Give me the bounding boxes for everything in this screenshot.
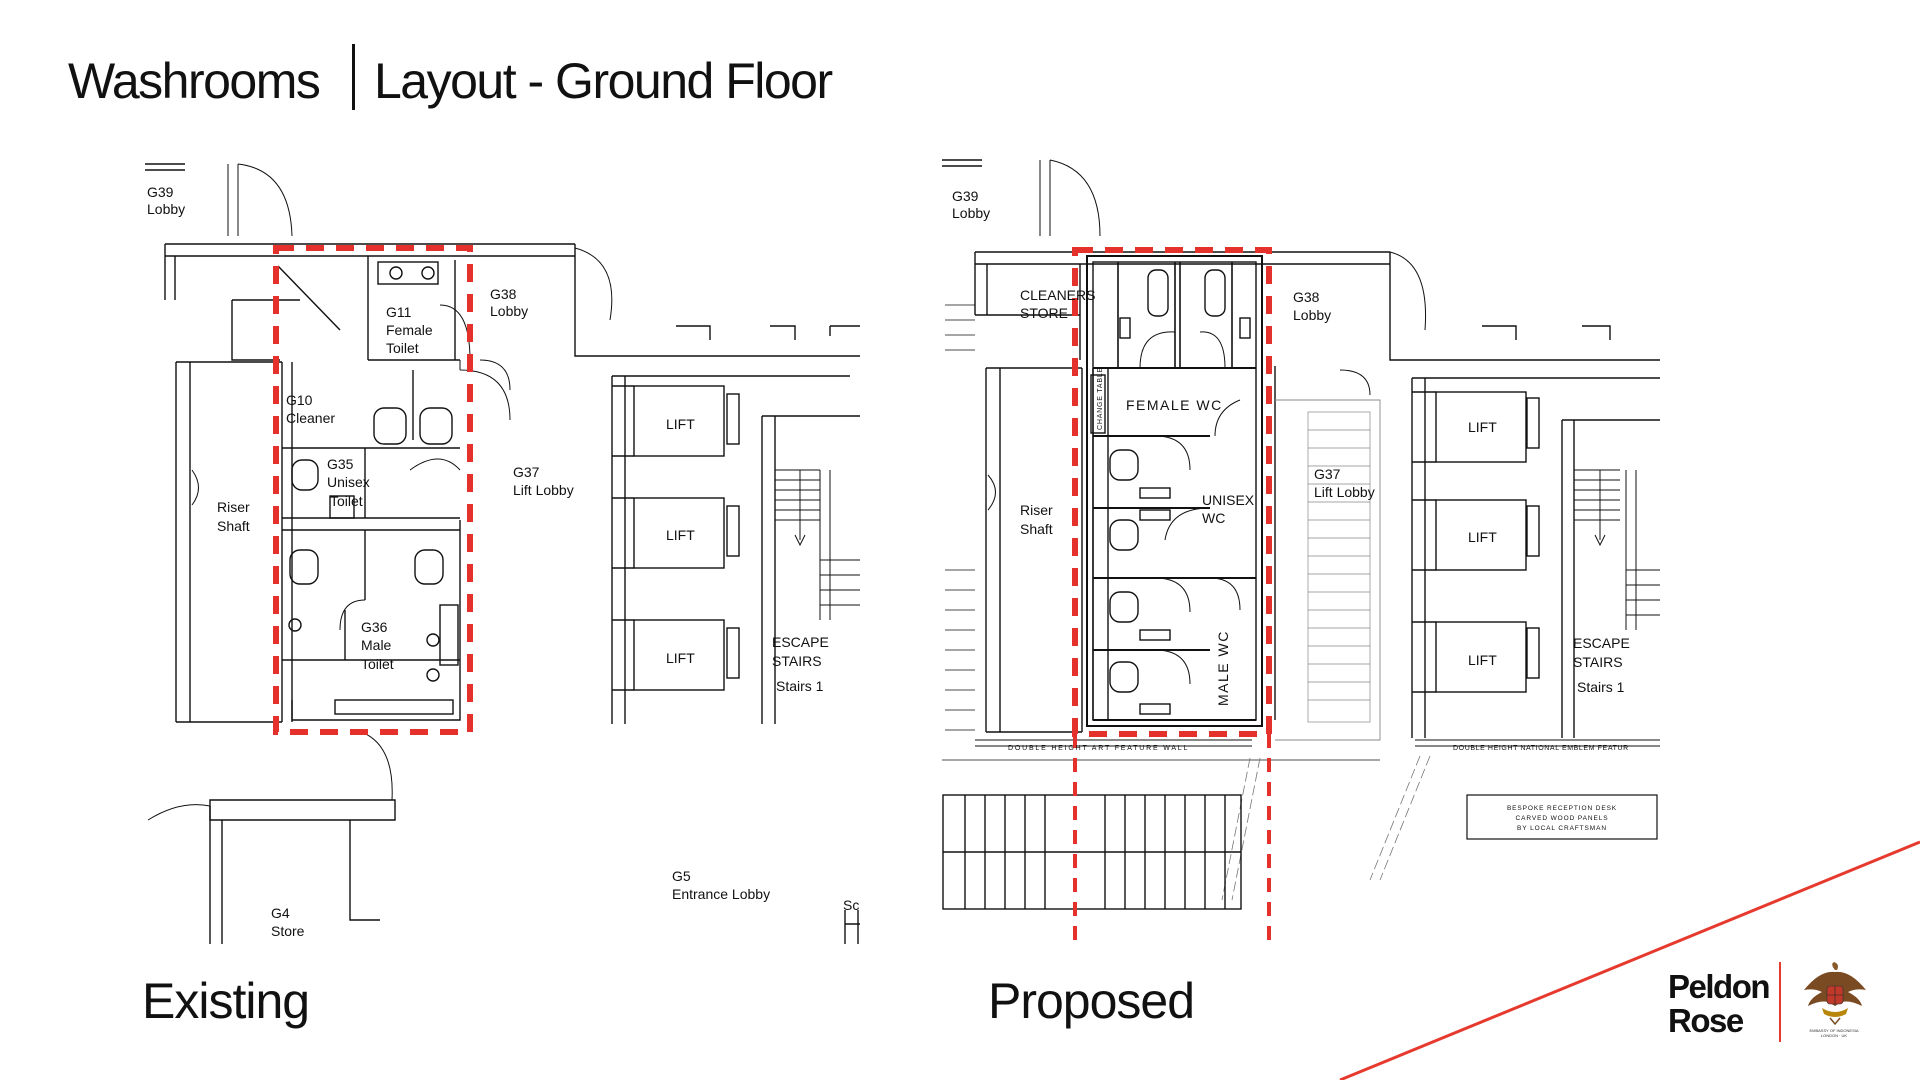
label-p-escape: ESCAPE (1573, 635, 1630, 651)
label-sc: Sc (843, 897, 859, 913)
label-unisex: UNISEX (1202, 492, 1255, 508)
proposed-ramp (1307, 411, 1371, 723)
label-change-table: CHANGE TABLE (1097, 367, 1104, 430)
emblem-caption-line1: EMBASSY OF INDONESIA (1809, 1028, 1859, 1033)
label-cleaners: CLEANERS (1020, 287, 1095, 303)
label-g39: G39 (147, 184, 174, 200)
label-g39-lobby: Lobby (147, 201, 185, 217)
label-p-g38: G38 (1293, 289, 1320, 305)
label-g36-toilet: Toilet (361, 656, 394, 672)
label-stairs-1: Stairs 1 (776, 678, 824, 694)
label-g11-female: Female (386, 322, 433, 338)
label-g35: G35 (327, 456, 354, 472)
label-g4-store: Store (271, 923, 305, 939)
label-g10-cleaner: Cleaner (286, 410, 335, 426)
label-reception-3: BY LOCAL CRAFTSMAN (1517, 825, 1607, 832)
label-escape: ESCAPE (772, 634, 829, 650)
label-p-riser-shaft: Shaft (1020, 521, 1053, 537)
label-p-g39-lobby: Lobby (952, 205, 990, 221)
label-p-riser: Riser (1020, 502, 1053, 518)
label-g11-toilet: Toilet (386, 340, 419, 356)
brand-logo-line1: Peldon (1668, 968, 1771, 1005)
label-riser: Riser (217, 499, 250, 515)
label-p-lift-1: LIFT (1468, 419, 1497, 435)
proposed-wc-block (1086, 255, 1263, 727)
label-female-wc: FEMALE WC (1126, 397, 1223, 413)
label-art-wall: DOUBLE HEIGHT ART FEATURE WALL (1008, 745, 1189, 752)
existing-lifts (612, 385, 740, 691)
label-g4: G4 (271, 905, 290, 921)
page-subtitle: Layout - Ground Floor (374, 53, 833, 109)
label-g5-entrance: Entrance Lobby (672, 886, 770, 902)
page-title: Washrooms (68, 53, 321, 109)
label-g11: G11 (386, 304, 412, 320)
label-g38-lobby: Lobby (490, 303, 528, 319)
label-store: STORE (1020, 305, 1068, 321)
proposed-plan: G39 Lobby G38 Lobby CLEANERS STORE FEMAL… (940, 159, 1660, 944)
label-g35-unisex: Unisex (327, 474, 370, 490)
label-reception-2: CARVED WOOD PANELS (1516, 815, 1609, 822)
caption-existing: Existing (142, 973, 310, 1029)
label-lift-3: LIFT (666, 650, 695, 666)
brand-logo-line2: Rose (1668, 1002, 1744, 1039)
label-lift-1: LIFT (666, 416, 695, 432)
proposed-entrance-stairs (942, 794, 1242, 910)
label-g37: G37 (513, 464, 540, 480)
title-divider (352, 44, 355, 110)
label-unisex-wc: WC (1202, 510, 1225, 526)
label-g5: G5 (672, 868, 691, 884)
label-g10: G10 (286, 392, 313, 408)
caption-proposed: Proposed (988, 973, 1195, 1029)
label-g38: G38 (490, 286, 517, 302)
label-p-lift-3: LIFT (1468, 652, 1497, 668)
label-g36-male: Male (361, 637, 392, 653)
label-male-wc: MALE WC (1215, 630, 1231, 706)
label-p-stairs-1: Stairs 1 (1577, 679, 1625, 695)
existing-plan: G39 Lobby G38 Lobby G11 Female Toilet G1… (145, 163, 860, 944)
label-stairs: STAIRS (772, 653, 822, 669)
label-lift-2: LIFT (666, 527, 695, 543)
emblem-caption: EMBASSY OF INDONESIA LONDON · UK (1796, 1028, 1872, 1038)
label-g36: G36 (361, 619, 388, 635)
accent-diagonal-line (1339, 840, 1920, 1080)
label-p-stairs: STAIRS (1573, 654, 1623, 670)
label-emblem-feature: DOUBLE HEIGHT NATIONAL EMBLEM FEATUR (1453, 745, 1629, 752)
label-p-lift-2: LIFT (1468, 529, 1497, 545)
label-g35-toilet: Toilet (330, 493, 363, 509)
proposed-lifts (1412, 391, 1540, 693)
label-p-g39: G39 (952, 188, 979, 204)
label-p-g37: G37 (1314, 466, 1341, 482)
emblem-caption-line2: LONDON · UK (1820, 1033, 1848, 1038)
label-riser-shaft: Shaft (217, 518, 250, 534)
label-p-g38-lobby: Lobby (1293, 307, 1331, 323)
female-wc-fixtures (373, 261, 453, 445)
label-reception-1: BESPOKE RECEPTION DESK (1507, 805, 1617, 812)
garuda-emblem-icon (1804, 962, 1866, 1026)
label-g37-lift-lobby: Lift Lobby (513, 482, 574, 498)
label-p-g37-lift-lobby: Lift Lobby (1314, 484, 1375, 500)
logo-divider (1779, 962, 1781, 1042)
